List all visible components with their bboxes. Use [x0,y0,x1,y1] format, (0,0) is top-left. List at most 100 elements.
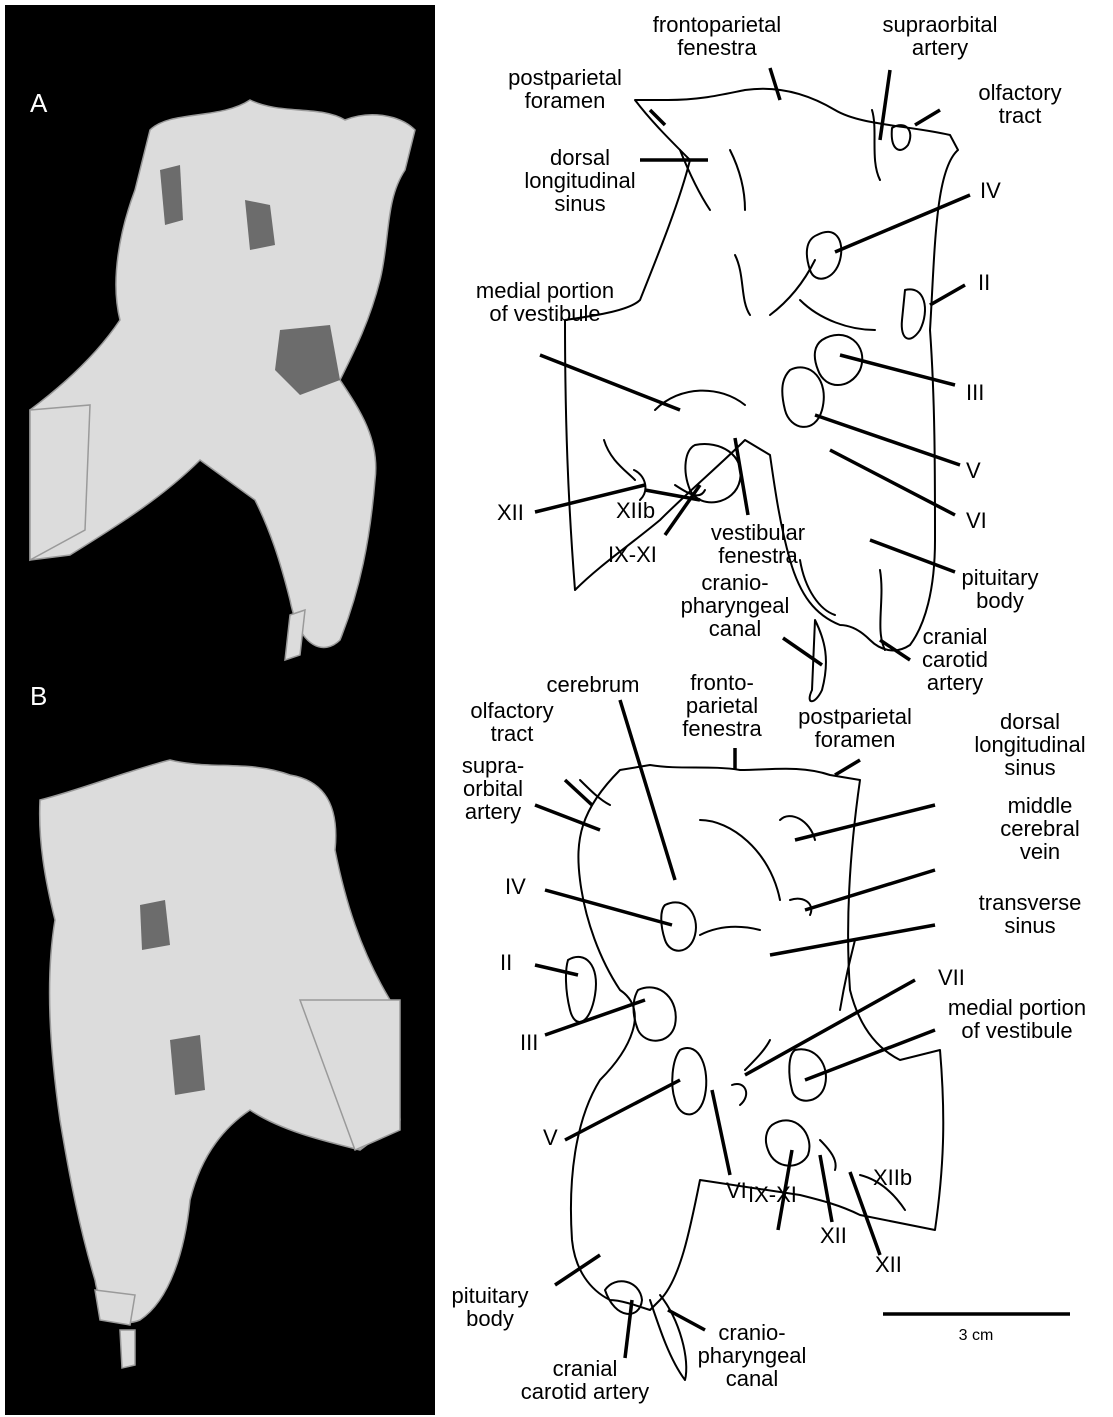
b-label-line: VII [938,965,965,990]
a-label-line: carotid [922,647,988,672]
b-label-line: postparietal [798,704,912,729]
b-label-pituitary-body: pituitarybody [451,1283,528,1331]
b-label-nerve-ix-xi: IX-XI [748,1182,797,1207]
b-label-line: sinus [1004,913,1055,938]
drawing-b [535,700,943,1380]
a-label-line: vestibular [711,520,805,545]
a-label-cranial-carotid-artery: cranialcarotidartery [922,624,988,695]
b-label-line: supra- [462,753,524,778]
b-label-line: foramen [815,727,896,752]
a-label-line: artery [912,35,968,60]
a-label-line: tract [999,103,1042,128]
b-label-line: longitudinal [974,732,1085,757]
b-label-line: XII [875,1252,902,1277]
b-label-line: pharyngeal [698,1343,807,1368]
a-label-nerve-v: V [966,458,981,483]
b-label-nerve-ii: II [500,950,512,975]
a-label-line: artery [927,670,983,695]
b-label-nerve-iv: IV [505,874,526,899]
a-label-line: longitudinal [524,168,635,193]
a-label-medial-portion-of-vestibule: medial portionof vestibule [476,278,614,326]
b-label-line: V [543,1125,558,1150]
b-label-nerve-v: V [543,1125,558,1150]
b-label-line: fronto- [690,670,754,695]
b-label-cranial-carotid-artery: cranialcarotid artery [521,1356,649,1404]
a-label-line: foramen [525,88,606,113]
a-label-line: cranial [923,624,988,649]
a-label-line: supraorbital [883,12,998,37]
b-label-supraorbital-artery: supra-orbitalartery [462,753,524,824]
b-label-line: VI [726,1178,747,1203]
a-label-nerve-iii: III [966,380,984,405]
b-label-line: pituitary [451,1283,528,1308]
a-label-olfactory-tract: olfactorytract [978,80,1061,128]
a-label-nerve-ix-xi: IX-XI [608,542,657,567]
b-label-line: carotid artery [521,1379,649,1404]
b-label-middle-cerebral-vein: middlecerebralvein [1000,793,1079,864]
b-label-line: fenestra [682,716,762,741]
b-label-line: olfactory [470,698,553,723]
b-label-craniopharyngeal-canal: cranio-pharyngealcanal [698,1320,807,1391]
b-label-line: of vestibule [961,1018,1072,1043]
b-label-dorsal-longitudinal-sinus: dorsallongitudinalsinus [974,709,1085,780]
a-label-line: dorsal [550,145,610,170]
b-label-line: cranio- [718,1320,785,1345]
a-label-frontoparietal-fenestra: frontoparietalfenestra [653,12,781,60]
b-label-transverse-sinus: transversesinus [979,890,1082,938]
panel-label-b: B [30,681,47,711]
a-label-nerve-iv: IV [980,178,1001,203]
b-label-nerve-xii-upper: XII [820,1223,847,1248]
labels-b: cerebrum fronto-parietalfenestra olfactory… [451,670,1086,1404]
a-label-nerve-xii: XII [497,500,524,525]
b-label-line: cerebral [1000,816,1079,841]
b-label-line: artery [465,799,521,824]
b-label-nerve-vi: VI [726,1178,747,1203]
a-label-supraorbital-artery: supraorbitalartery [883,12,998,60]
a-label-line: VI [966,508,987,533]
b-label-nerve-iii: III [520,1030,538,1055]
b-label-line: body [466,1306,514,1331]
b-label-line: medial portion [948,995,1086,1020]
b-label-nerve-xiib: XIIb [873,1165,912,1190]
a-label-line: XII [497,500,524,525]
b-label-cerebrum: cerebrum [547,672,640,697]
b-label-nerve-xii-lower: XII [875,1252,902,1277]
a-label-line: V [966,458,981,483]
b-label-line: II [500,950,512,975]
b-label-frontoparietal-fenestra: fronto-parietalfenestra [682,670,762,741]
panel-label-a: A [30,88,48,118]
labels-a: frontoparietalfenestrasupraorbitalartery… [476,12,1062,695]
b-label-nerve-vii: VII [938,965,965,990]
a-label-line: pituitary [961,565,1038,590]
a-label-nerve-vi: VI [966,508,987,533]
a-label-line: IX-XI [608,542,657,567]
a-label-nerve-xiib: XIIb [616,498,655,523]
b-label-line: XIIb [873,1165,912,1190]
b-label-olfactory-tract: olfactorytract [470,698,553,746]
scale-bar-label: 3 cm [959,1327,994,1344]
b-label-line: middle [1008,793,1073,818]
b-label-postparietal-foramen: postparietalforamen [798,704,912,752]
b-label-line: canal [726,1366,779,1391]
a-label-line: XIIb [616,498,655,523]
b-label-line: cerebrum [547,672,640,697]
a-label-line: III [966,380,984,405]
a-label-nerve-ii: II [978,270,990,295]
b-label-line: XII [820,1223,847,1248]
a-label-line: pharyngeal [681,593,790,618]
endocast-outline-b [571,765,943,1310]
a-label-vestibular-fenestra: vestibularfenestra [711,520,805,568]
a-label-line: II [978,270,990,295]
b-label-line: parietal [686,693,758,718]
b-label-line: cranial [553,1356,618,1381]
a-label-craniopharyngeal-canal: cranio-pharyngealcanal [681,570,790,641]
a-label-line: frontoparietal [653,12,781,37]
b-label-line: sinus [1004,755,1055,780]
a-label-line: olfactory [978,80,1061,105]
a-label-line: of vestibule [489,301,600,326]
b-label-line: IV [505,874,526,899]
b-label-medial-portion-of-vestibule: medial portionof vestibule [948,995,1086,1043]
b-label-line: vein [1020,839,1060,864]
render-panels: A B [5,5,435,1415]
